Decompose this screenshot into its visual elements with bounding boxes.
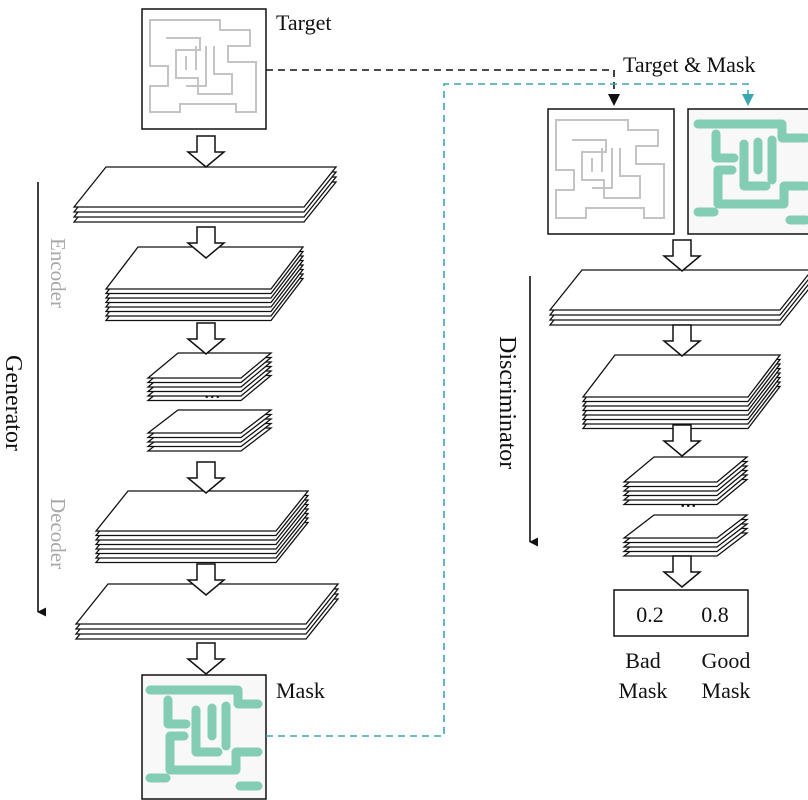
mask-to-discriminator-connector [266, 83, 749, 737]
layer-sheet [104, 246, 305, 290]
mask-image-generator [141, 674, 267, 800]
mask-image-discriminator [687, 108, 808, 235]
encoder-layer-stack-3 [146, 352, 273, 402]
down-arrow-icon [661, 324, 703, 357]
bottleneck-layer-stack [146, 409, 273, 452]
encoder-layer-stack-1 [72, 166, 338, 223]
discriminator-layer-stack-1 [548, 269, 808, 326]
discriminator-layers [548, 269, 808, 557]
target-image-discriminator [547, 108, 675, 235]
decoder-layer-stack-2 [74, 583, 340, 640]
encoder-layer-stack-2 [104, 246, 305, 322]
layer-sheet [146, 409, 273, 434]
down-arrow-icon [185, 226, 227, 259]
target-image-generator [141, 8, 267, 130]
discriminator-layer-stack-2 [581, 354, 782, 430]
layer-sheet [72, 166, 338, 208]
layer-sheet [548, 269, 808, 311]
layer-sheet [74, 583, 340, 625]
output-label-bad-line1: Bad [625, 648, 660, 673]
discriminator-input-label: Target & Mask [623, 52, 755, 77]
layer-sheet [581, 354, 782, 398]
down-arrow-icon [185, 135, 227, 168]
layer-sheet [94, 490, 310, 532]
mask-label: Mask [276, 678, 325, 703]
layer-sheet [622, 456, 749, 483]
discriminator-block-arrows [661, 239, 703, 588]
output-label-bad-line2: Mask [619, 678, 668, 703]
generator-title: Generator [0, 355, 26, 451]
layer-sheet [622, 514, 749, 539]
down-arrow-icon [185, 642, 227, 675]
discriminator-output-box [613, 589, 749, 637]
down-arrow-icon [661, 239, 703, 272]
target-to-discriminator-connector [266, 69, 615, 98]
generator-ellipsis: ... [204, 378, 221, 403]
generator-layers [72, 166, 340, 640]
discriminator-ellipsis: ... [680, 487, 697, 512]
down-arrow-icon [185, 563, 227, 596]
target-label: Target [276, 10, 331, 35]
output-label-good-line2: Mask [702, 678, 751, 703]
decoder-label: Decoder [46, 498, 70, 569]
down-arrow-icon [185, 461, 227, 494]
generator-block-arrows [185, 135, 227, 675]
down-arrow-icon [661, 424, 703, 457]
layer-sheet [146, 352, 273, 379]
target-connector-arrowhead [608, 94, 620, 106]
output-score-good: 0.8 [701, 602, 729, 627]
down-arrow-icon [661, 555, 703, 588]
output-score-bad: 0.2 [636, 602, 664, 627]
down-arrow-icon [185, 322, 227, 355]
discriminator-title: Discriminator [494, 336, 520, 469]
discriminator-layer-stack-4 [622, 514, 749, 557]
mask-connector-arrowhead [742, 94, 754, 106]
discriminator-layer-stack-3 [622, 456, 749, 506]
encoder-label: Encoder [46, 238, 70, 308]
output-label-good-line1: Good [702, 648, 751, 673]
decoder-layer-stack-1 [94, 490, 310, 564]
